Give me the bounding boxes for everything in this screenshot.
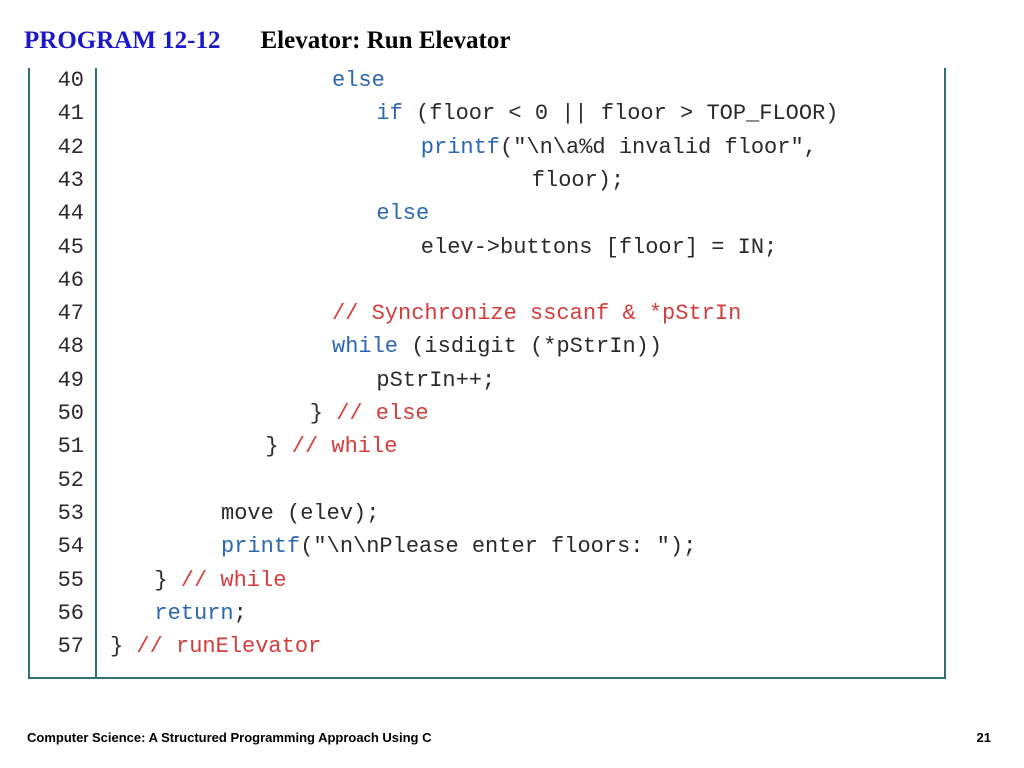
code-text: floor);	[532, 164, 624, 197]
line-number: 52	[57, 467, 84, 493]
line-number: 44	[57, 201, 84, 227]
code-line: 40 else	[0, 64, 1024, 97]
line-number-divider	[95, 68, 97, 679]
code-token: }	[265, 434, 292, 460]
slide-title: PROGRAM 12-12 Elevator: Run Elevator	[24, 25, 510, 57]
slide-footer: Computer Science: A Structured Programmi…	[27, 730, 432, 745]
page-number: 21	[976, 730, 991, 745]
code-keyword: printf	[221, 534, 301, 560]
line-number: 54	[57, 534, 84, 560]
line-number: 46	[57, 267, 84, 293]
code-keyword: printf	[420, 134, 501, 160]
line-number: 57	[57, 634, 84, 660]
line-number: 56	[57, 600, 84, 626]
line-number: 41	[57, 101, 84, 127]
code-text: printf("\n\a%d invalid floor",	[421, 131, 817, 164]
code-line: 51} // while	[0, 430, 1024, 463]
code-text: pStrIn++;	[376, 364, 495, 397]
code-line: 48 while (isdigit (*pStrIn))	[0, 330, 1024, 363]
program-label: PROGRAM 12-12	[24, 27, 221, 54]
line-number: 43	[57, 167, 84, 193]
code-text: else	[376, 197, 429, 230]
code-token: ("\n\nPlease enter floors: ");	[300, 534, 697, 560]
code-token: ("\n\a%d invalid floor",	[500, 134, 817, 160]
code-text: // Synchronize sscanf & *pStrIn	[332, 297, 741, 330]
code-line: 53 move (elev);	[0, 497, 1024, 530]
code-line: 42 printf("\n\a%d invalid floor",	[0, 131, 1024, 164]
code-keyword: else	[376, 201, 430, 227]
code-token: move (elev);	[221, 500, 380, 526]
code-text: while (isdigit (*pStrIn))	[332, 330, 662, 363]
code-text: elev->buttons [floor] = IN;	[421, 231, 777, 264]
code-text: } // runElevator	[110, 630, 321, 663]
code-line: 50} // else	[0, 397, 1024, 430]
code-comment: // Synchronize sscanf & *pStrIn	[332, 301, 742, 327]
line-number: 49	[57, 367, 84, 393]
code-line: 47 // Synchronize sscanf & *pStrIn	[0, 297, 1024, 330]
code-token: elev->buttons [floor] = IN;	[420, 234, 778, 260]
line-number: 51	[57, 434, 84, 460]
code-line: 45 elev->buttons [floor] = IN;	[0, 231, 1024, 264]
program-caption: Elevator: Run Elevator	[260, 27, 511, 54]
code-line: 54 printf("\n\nPlease enter floors: ");	[0, 530, 1024, 563]
code-keyword: while	[332, 334, 399, 360]
code-token: }	[309, 401, 337, 426]
code-token: (floor < 0 || floor > TOP_FLOOR)	[402, 101, 839, 127]
code-line: 43 floor);	[0, 164, 1024, 197]
code-token: }	[154, 567, 181, 593]
code-line: 49 pStrIn++;	[0, 364, 1024, 397]
line-number: 53	[57, 500, 84, 526]
code-text: if (floor < 0 || floor > TOP_FLOOR)	[376, 97, 838, 130]
line-number: 47	[57, 301, 84, 327]
code-text: return;	[154, 597, 246, 630]
code-token: (isdigit (*pStrIn))	[398, 334, 663, 360]
code-text: } // while	[265, 430, 397, 463]
line-number: 40	[57, 68, 84, 93]
code-text: printf("\n\nPlease enter floors: ");	[221, 530, 696, 563]
code-line: 52	[0, 464, 1024, 497]
code-keyword: if	[376, 101, 403, 127]
code-text: else	[332, 64, 385, 97]
code-listing-frame	[28, 68, 946, 679]
line-number: 42	[57, 134, 84, 160]
code-line: 56 return;	[0, 597, 1024, 630]
code-token: ;	[233, 600, 247, 626]
code-line: 57} // runElevator	[0, 630, 1024, 663]
code-comment: // runElevator	[136, 634, 322, 660]
code-text: move (elev);	[221, 497, 379, 530]
code-line: 41 if (floor < 0 || floor > TOP_FLOOR)	[0, 97, 1024, 130]
code-line: 55} // while	[0, 564, 1024, 597]
code-comment: // else	[336, 401, 429, 426]
code-line: 44 else	[0, 197, 1024, 230]
code-keyword: return	[154, 600, 234, 626]
code-keyword: else	[332, 68, 385, 93]
code-token: pStrIn++;	[376, 367, 496, 393]
code-text: } // while	[154, 564, 286, 597]
line-number: 48	[57, 334, 84, 360]
code-comment: // while	[180, 567, 287, 593]
code-token: }	[110, 634, 137, 660]
code-line: 46	[0, 264, 1024, 297]
code-text: } // else	[310, 397, 429, 430]
line-number: 50	[57, 401, 84, 426]
code-comment: // while	[291, 434, 398, 460]
line-number: 45	[57, 234, 84, 260]
line-number: 55	[57, 567, 84, 593]
code-token: floor);	[531, 167, 625, 193]
